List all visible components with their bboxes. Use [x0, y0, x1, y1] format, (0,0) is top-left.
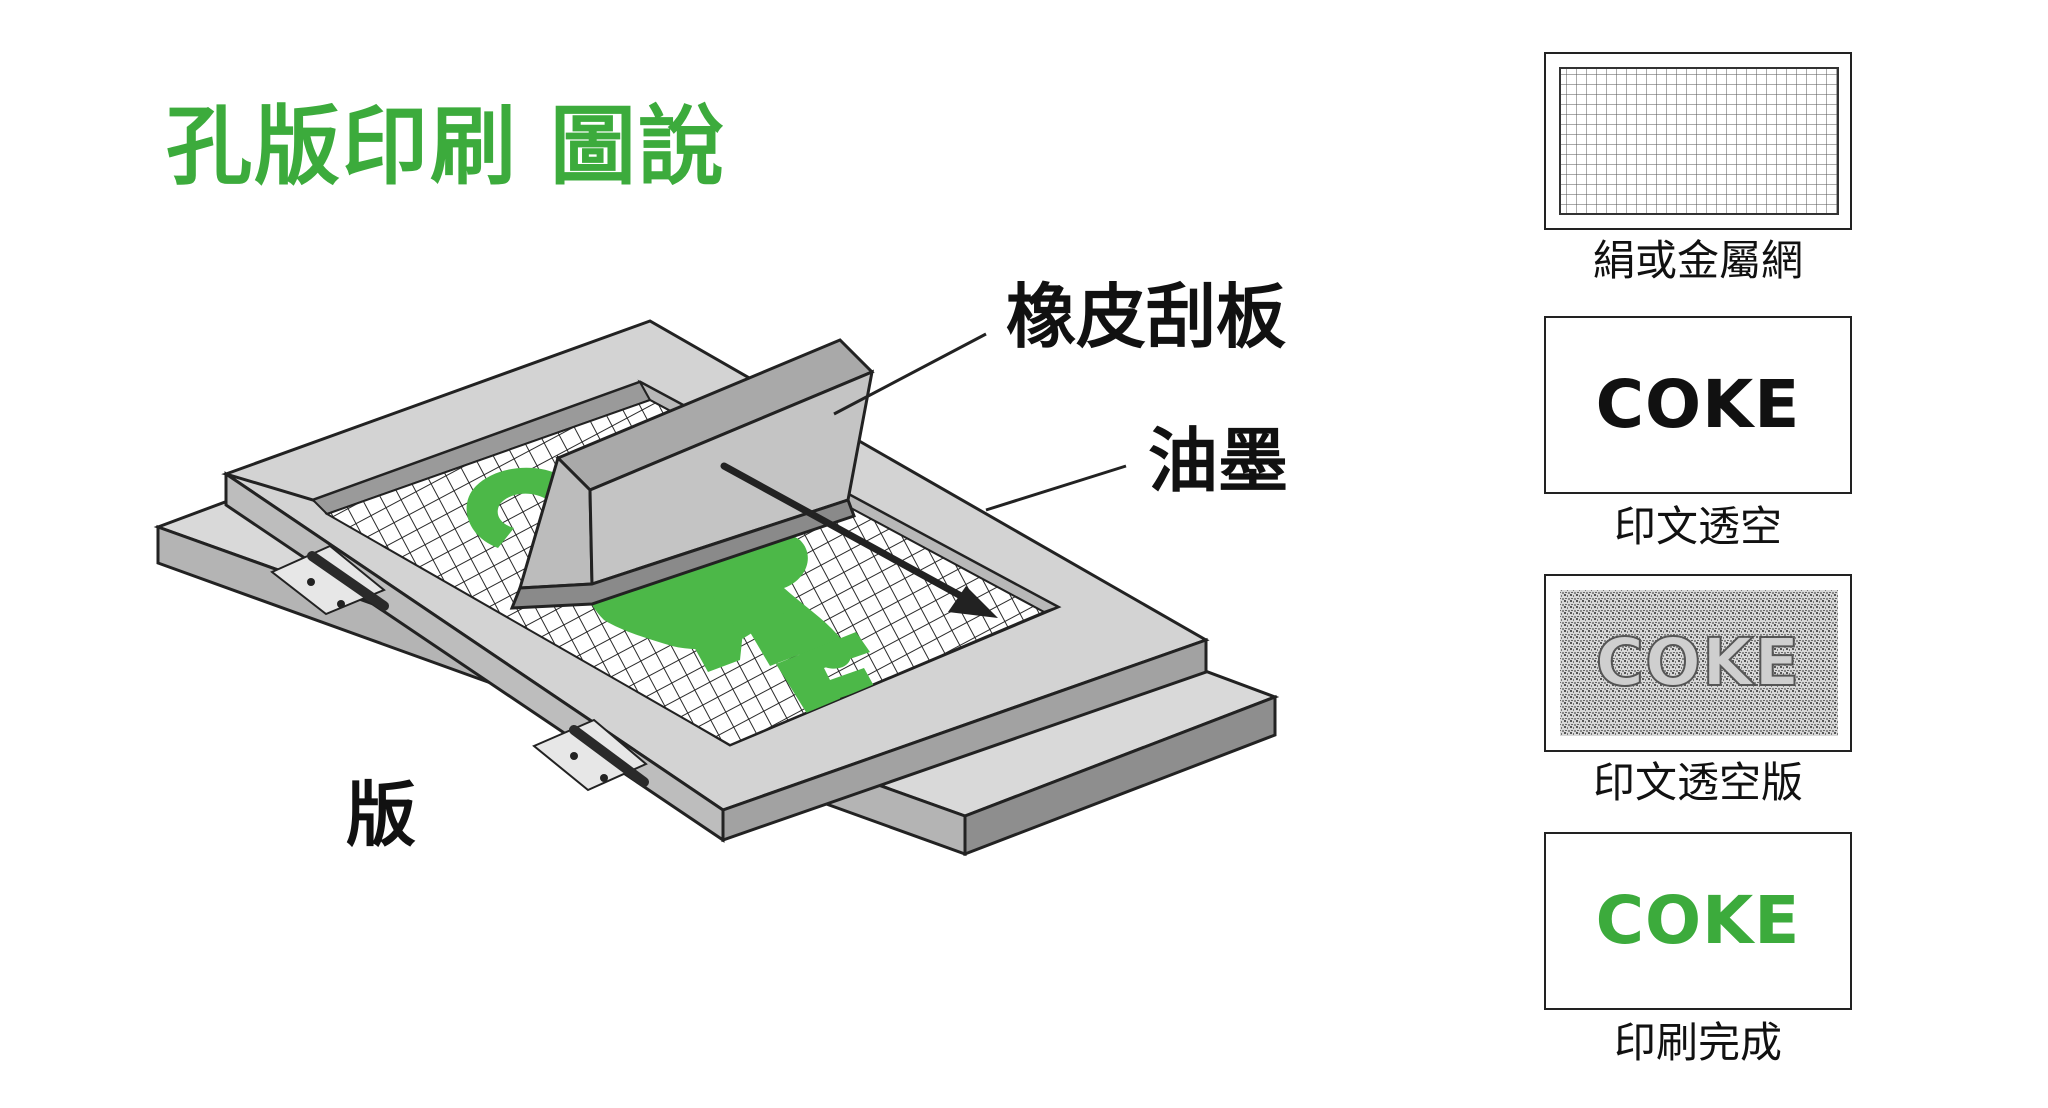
squeegee-label: 橡皮刮板	[1006, 276, 1286, 358]
panel-stencil-caption: 印文透空版	[1592, 758, 1803, 807]
mesh-grid	[1559, 67, 1839, 215]
ink-label: 油墨	[1148, 420, 1288, 502]
hinge-right	[532, 718, 649, 792]
coke-word-black: COKE	[1595, 366, 1801, 443]
panel-mesh	[1544, 52, 1852, 230]
hinge-left	[270, 544, 389, 616]
frame-right-side	[721, 637, 1208, 843]
ink-leader-line	[985, 464, 1127, 512]
squeegee-leader-line	[833, 332, 987, 416]
squeegee-blade-edge	[509, 498, 856, 610]
ink-letter-c	[466, 467, 562, 548]
page-title: 孔版印刷 圖說	[166, 97, 726, 197]
panel-open-text-caption: 印文透空	[1613, 502, 1782, 551]
arrow-head	[948, 586, 998, 618]
coke-word-green: COKE	[1595, 882, 1801, 959]
frame-label: 版	[346, 774, 416, 856]
panel-printed: COKE	[1544, 832, 1852, 1010]
ink-letter-k	[668, 586, 806, 672]
panel-open-text: COKE	[1544, 316, 1852, 494]
coke-word-stencil: COKE	[1595, 624, 1801, 701]
panel-mesh-caption: 絹或金屬網	[1592, 236, 1803, 285]
panel-stencil: COKE	[1544, 574, 1852, 752]
stroke-direction-arrow	[720, 462, 998, 618]
stencil-noise	[1560, 590, 1838, 736]
squeegee	[509, 338, 875, 610]
panel-printed-caption: 印刷完成	[1613, 1018, 1782, 1067]
base-plate-right-side	[963, 694, 1277, 857]
